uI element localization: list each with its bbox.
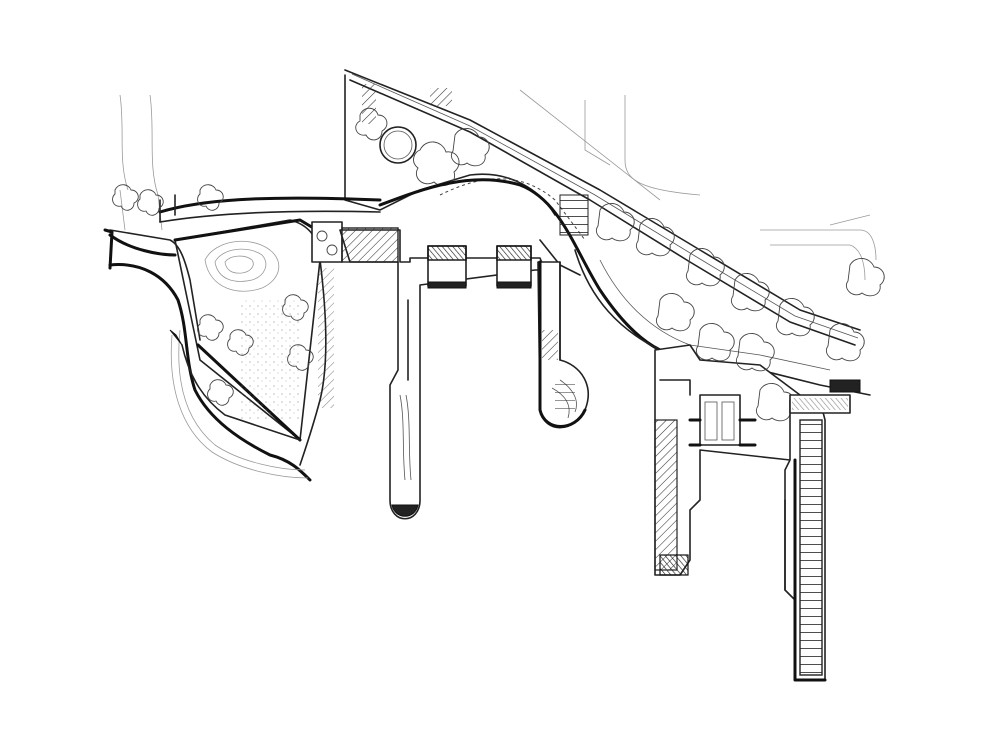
pavilions [427, 245, 532, 289]
left-lawn [108, 218, 343, 482]
central-plaza [654, 293, 801, 576]
pier-3 [784, 379, 861, 682]
pier-1 [339, 227, 546, 520]
entrance-structures [103, 184, 224, 346]
pier-2 [537, 260, 589, 429]
context-streets [119, 89, 877, 281]
